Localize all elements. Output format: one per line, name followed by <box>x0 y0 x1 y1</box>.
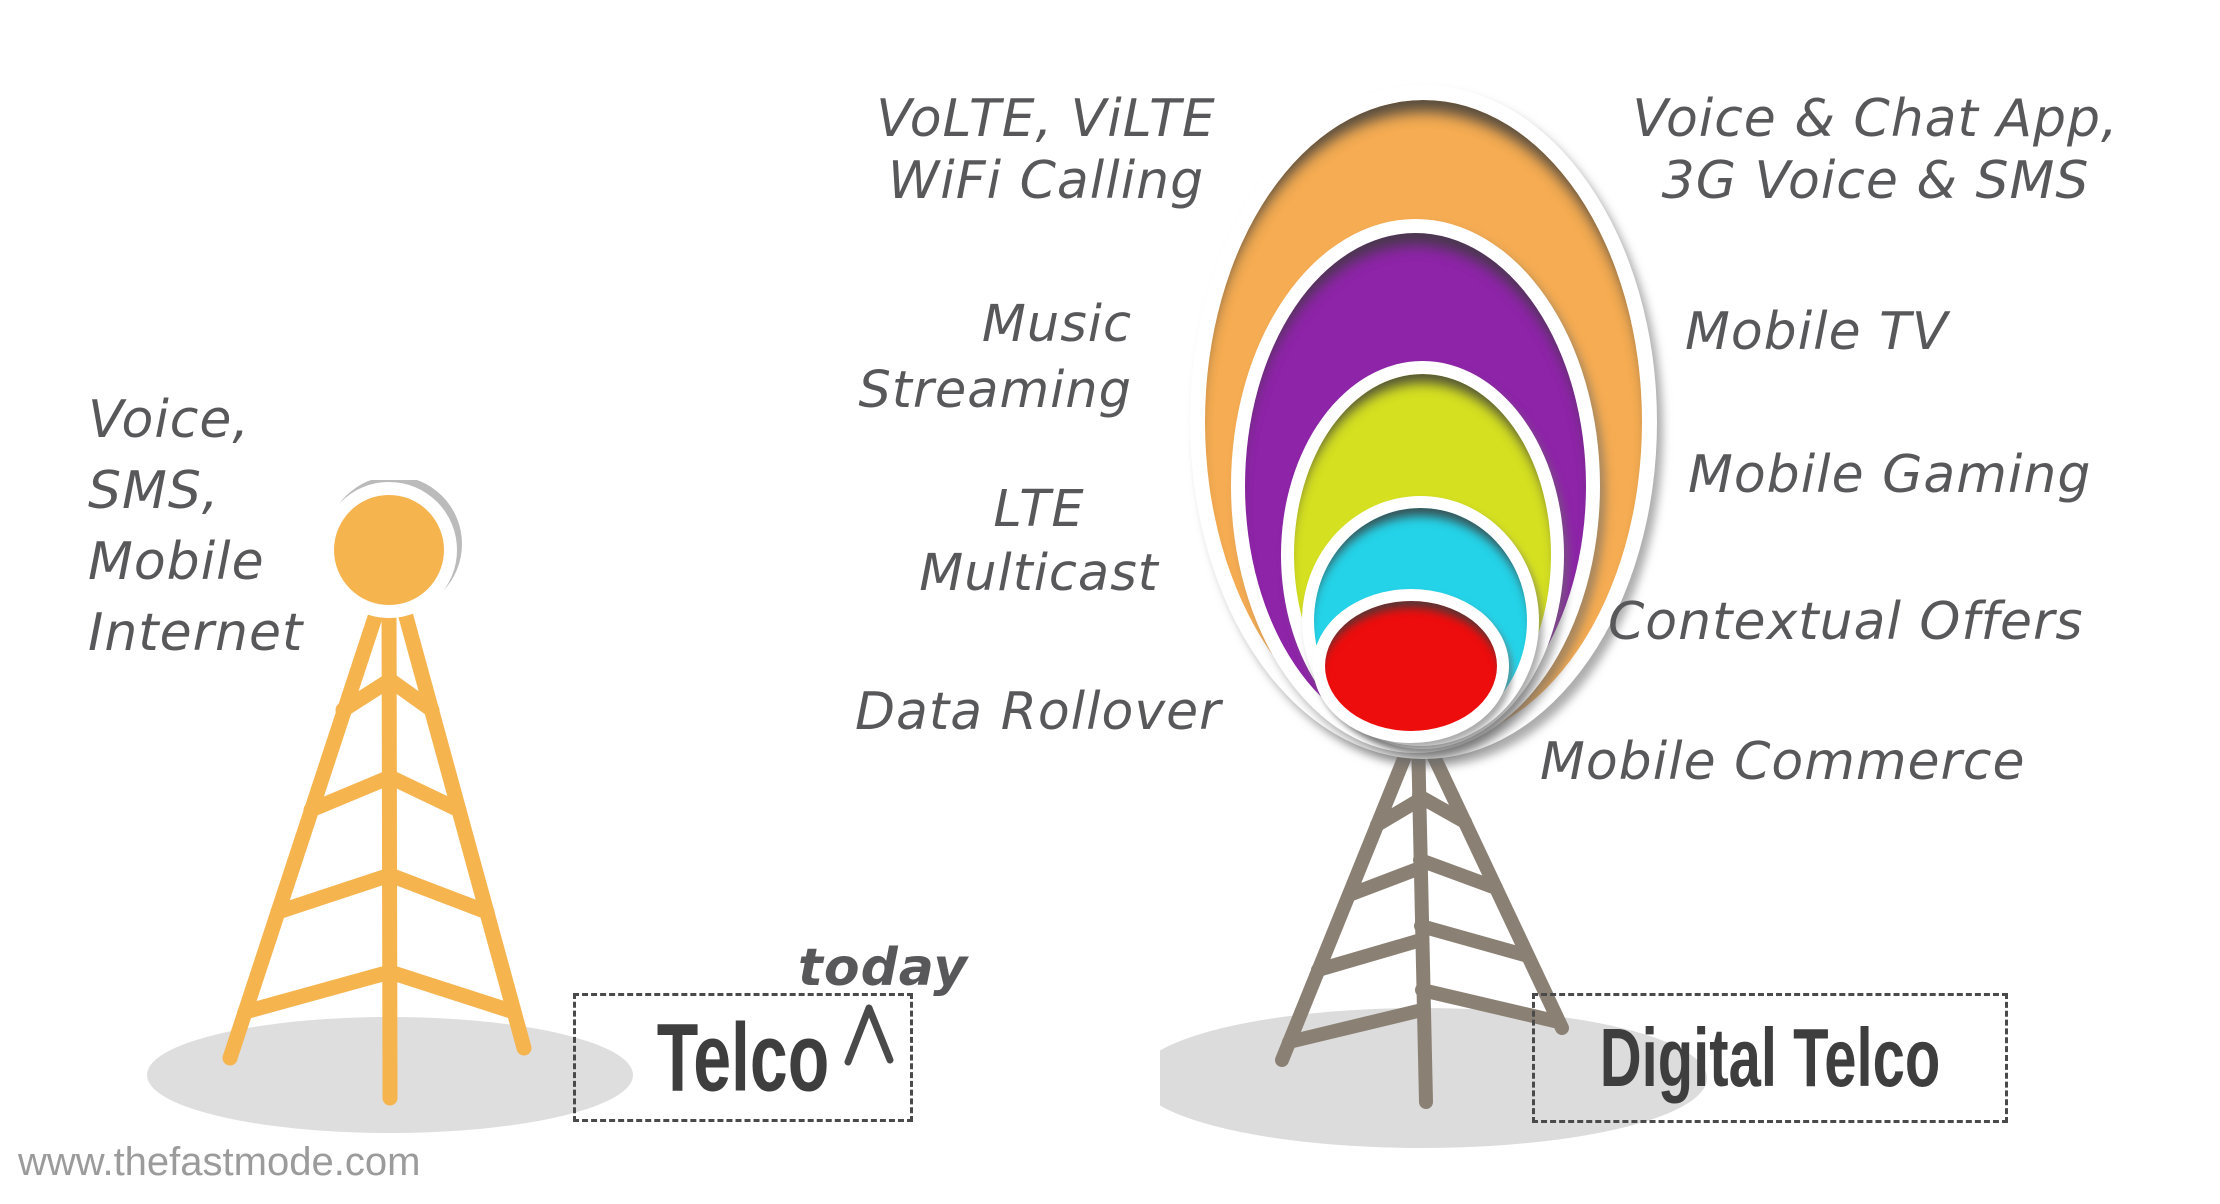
telco-box: Telco <box>573 993 913 1122</box>
label-lte-multicast: LTE Multicast <box>905 478 1173 606</box>
telco-service-line: Voice, <box>88 390 250 450</box>
label-voice-chat-app-3g: Voice & Chat App, 3G Voice & SMS <box>1593 88 2158 212</box>
label-line: 3G Voice & SMS <box>1661 151 2090 211</box>
label-data-rollover: Data Rollover <box>855 680 1255 745</box>
telco-services-text: Voice, SMS, Mobile Internet <box>88 385 388 669</box>
watermark-text: www.thefastmode.com <box>18 1140 421 1184</box>
insertion-caret-icon <box>844 1004 894 1066</box>
label-mobile-commerce: Mobile Commerce <box>1540 730 2026 795</box>
telco-label: Telco <box>656 1003 830 1112</box>
label-line: Mobile Commerce <box>1540 732 2026 792</box>
label-line: WiFi Calling <box>887 151 1205 211</box>
small-cell-tower-icon <box>147 480 633 1133</box>
digital-telco-box: Digital Telco <box>1532 993 2008 1123</box>
label-line: Multicast <box>919 544 1159 603</box>
label-mobile-gaming: Mobile Gaming <box>1688 443 2091 508</box>
label-line: Mobile Gaming <box>1688 445 2092 505</box>
label-contextual-offers: Contextual Offers <box>1608 590 2083 655</box>
label-music-streaming: Music Streaming <box>820 292 1132 424</box>
label-line: Data Rollover <box>855 682 1222 742</box>
big-cell-tower-icon <box>1160 731 1707 1148</box>
telco-service-line: Mobile <box>88 532 265 592</box>
label-volte-vilte-wifi-calling: VoLTE, ViLTE WiFi Calling <box>850 88 1242 212</box>
tower-top-dot <box>334 495 444 605</box>
label-line: Music <box>981 295 1132 354</box>
label-line: VoLTE, ViLTE <box>876 89 1216 149</box>
label-line: Mobile TV <box>1685 302 1949 362</box>
ring-red <box>1313 589 1509 743</box>
label-line: Voice & Chat App, <box>1632 89 2119 149</box>
today-annotation: today <box>798 936 968 1001</box>
label-line: Streaming <box>858 361 1132 420</box>
label-line: LTE <box>993 480 1085 539</box>
telco-service-line: SMS, <box>88 461 220 521</box>
digital-telco-label: Digital Telco <box>1599 1011 1941 1105</box>
today-text: today <box>798 938 969 998</box>
label-line: Contextual Offers <box>1608 592 2084 652</box>
label-mobile-tv: Mobile TV <box>1685 300 1948 365</box>
telco-service-line: Internet <box>88 603 304 663</box>
